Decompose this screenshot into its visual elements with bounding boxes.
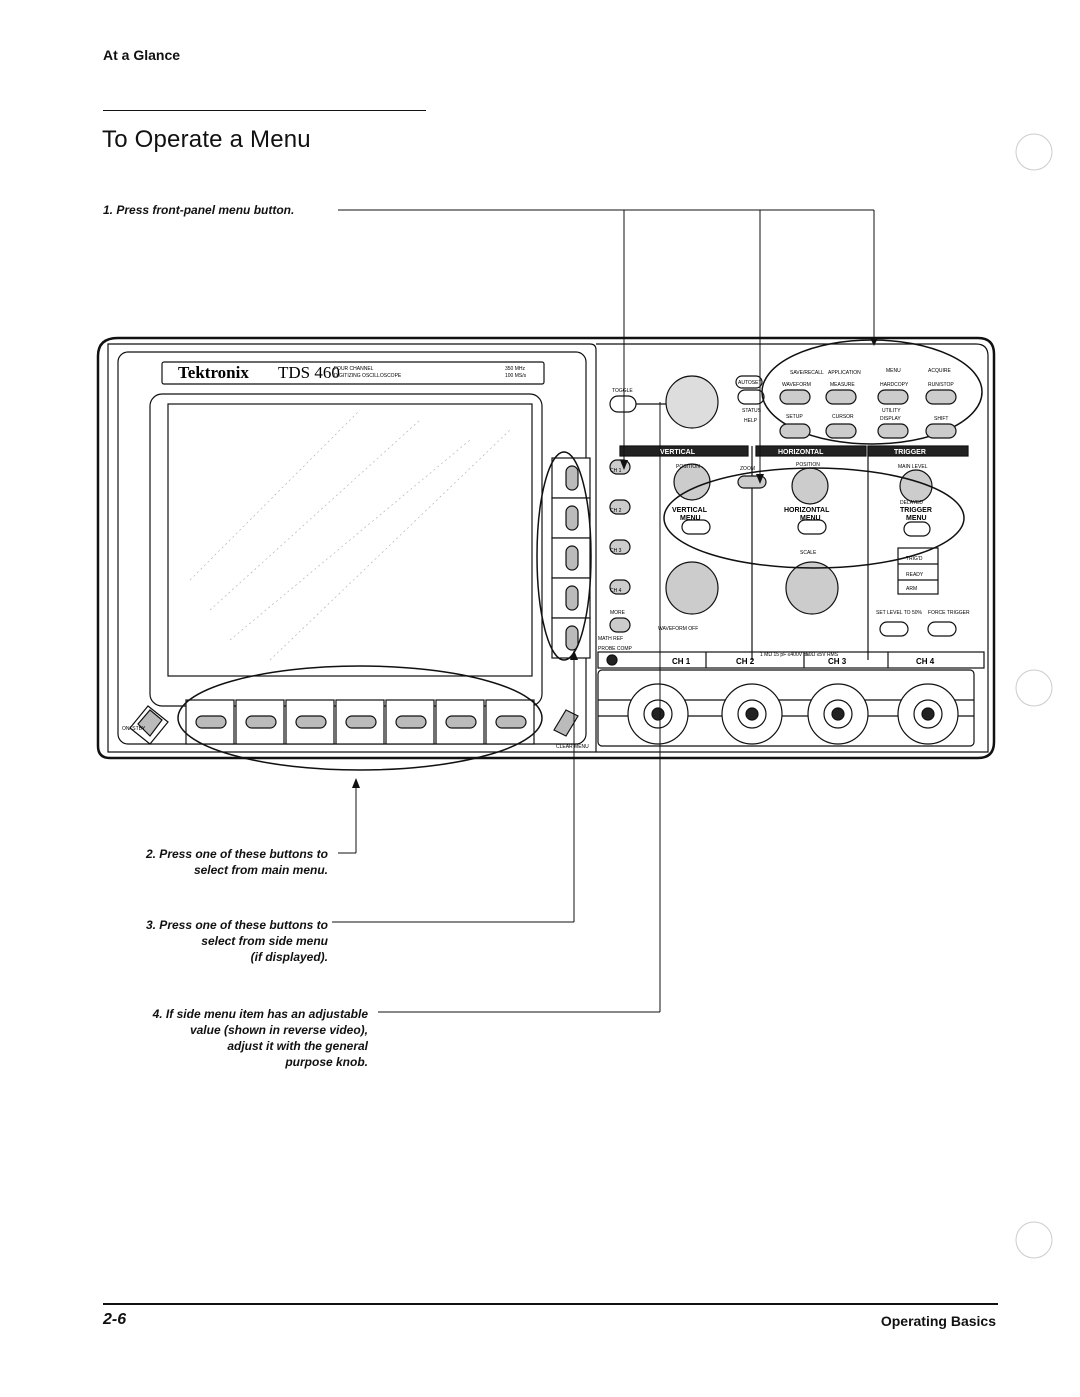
trigger-menu-label-1: TRIGGER bbox=[900, 507, 932, 514]
brand-label: Tektronix bbox=[178, 363, 249, 382]
save-recall-label: SAVE/RECALL bbox=[790, 370, 824, 376]
step-3-caption: 3. Press one of these buttons to select … bbox=[100, 917, 328, 965]
math-ref-label: MATH REF bbox=[598, 636, 623, 642]
clear-menu-label: CLEAR MENU bbox=[556, 744, 589, 750]
ch4-input-label: CH 4 bbox=[916, 657, 935, 666]
force-trigger-label: FORCE TRIGGER bbox=[928, 610, 970, 616]
arm-label: ARM bbox=[906, 586, 917, 592]
side-menu-highlight bbox=[536, 451, 592, 661]
step-4-line: adjust it with the general bbox=[227, 1039, 368, 1053]
bnc-connectors bbox=[627, 683, 959, 745]
vertical-menu-label-2: MENU bbox=[680, 515, 701, 522]
waveform-label: WAVEFORM bbox=[782, 382, 811, 388]
spec-2: 100 MS/s bbox=[505, 373, 527, 379]
cursor-label: CURSOR bbox=[832, 414, 854, 420]
on-stby-label: ON/ STBY bbox=[122, 726, 146, 732]
display-label: DISPLAY bbox=[880, 416, 901, 422]
hardcopy-label: HARDCOPY bbox=[880, 382, 909, 388]
model-label: TDS 460 bbox=[278, 363, 340, 382]
step-3-line: (if displayed). bbox=[250, 950, 328, 964]
model-desc-2: DIGITIZING OSCILLOSCOPE bbox=[334, 373, 402, 379]
step-2-caption: 2. Press one of these buttons to select … bbox=[100, 846, 328, 878]
ch2-button-label: CH 2 bbox=[610, 508, 622, 514]
step-3-line: 3. Press one of these buttons to bbox=[145, 918, 328, 932]
help-label: HELP bbox=[744, 418, 758, 424]
spec-1: 350 MHz bbox=[505, 366, 526, 372]
delayed-label: DELAYED bbox=[900, 500, 923, 506]
footer-section-name: Operating Basics bbox=[880, 1313, 996, 1329]
more-label: MORE bbox=[610, 610, 626, 616]
autoset-label: AUTOSET bbox=[738, 380, 762, 386]
callout-arrowheads bbox=[352, 338, 878, 788]
ch1-button-label: CH 1 bbox=[610, 468, 622, 474]
zoom-label: ZOOM bbox=[740, 466, 755, 472]
main-menu-highlight bbox=[177, 665, 543, 771]
step-4-caption: 4. If side menu item has an adjustable v… bbox=[100, 1006, 368, 1070]
general-purpose-knob bbox=[665, 375, 719, 429]
utility-label: UTILITY bbox=[882, 408, 901, 414]
vertical-position-label: POSITION bbox=[676, 464, 700, 470]
trigd-label: TRIG'D bbox=[906, 556, 923, 562]
setup-label: SETUP bbox=[786, 414, 803, 420]
run-stop-label: RUN/STOP bbox=[928, 382, 954, 388]
scale-label: SCALE bbox=[800, 550, 817, 556]
step-2-line: 2. Press one of these buttons to bbox=[145, 847, 328, 861]
footer-rule bbox=[103, 1303, 998, 1305]
page-title: To Operate a Menu bbox=[102, 126, 311, 153]
vertical-section-label: VERTICAL bbox=[660, 449, 696, 456]
input-spec-2-label: 50Ω ≤5V RMS bbox=[806, 652, 839, 658]
application-label: APPLICATION bbox=[828, 370, 861, 376]
waveform-off-label: WAVEFORM OFF bbox=[658, 626, 698, 632]
horizontal-menu-label-2: MENU bbox=[800, 515, 821, 522]
step-3-line: select from side menu bbox=[201, 934, 328, 948]
horizontal-menu-label-1: HORIZONTAL bbox=[784, 507, 830, 514]
acquire-label: ACQUIRE bbox=[928, 368, 951, 374]
measure-label: MEASURE bbox=[830, 382, 855, 388]
page-number: 2-6 bbox=[103, 1311, 127, 1328]
ch1-input-label: CH 1 bbox=[672, 657, 691, 666]
menu-buttons-highlight-2 bbox=[663, 467, 965, 569]
step-1-caption: 1. Press front-panel menu button. bbox=[103, 203, 295, 217]
shift-label: SHIFT bbox=[934, 416, 948, 422]
step-4-line: purpose knob. bbox=[285, 1055, 368, 1069]
toggle-label: TOGGLE bbox=[612, 388, 633, 394]
section-label: At a Glance bbox=[103, 47, 181, 63]
step-4-line: value (shown in reverse video), bbox=[189, 1023, 368, 1037]
ch3-button-label: CH 3 bbox=[610, 548, 622, 554]
vertical-menu-label-1: VERTICAL bbox=[672, 507, 708, 514]
horizontal-section-label: HORIZONTAL bbox=[778, 449, 824, 456]
ready-label: READY bbox=[906, 572, 924, 578]
step-2-line: select from main menu. bbox=[193, 863, 328, 877]
main-level-label: MAIN LEVEL bbox=[898, 464, 928, 470]
step-4-line: 4. If side menu item has an adjustable bbox=[152, 1007, 368, 1021]
set-level-label: SET LEVEL TO 50% bbox=[876, 610, 923, 616]
menu-label: MENU bbox=[886, 368, 901, 374]
ch2-input-label: CH 2 bbox=[736, 657, 755, 666]
horizontal-position-label: POSITION bbox=[796, 462, 820, 468]
main-menu-buttons bbox=[185, 699, 535, 745]
model-desc-1: FOUR CHANNEL bbox=[334, 366, 374, 372]
probe-comp-label: PROBE COMP bbox=[598, 646, 633, 652]
ch3-input-label: CH 3 bbox=[828, 657, 847, 666]
callout-lines bbox=[332, 209, 875, 1013]
side-menu-buttons bbox=[551, 457, 591, 659]
status-label: STATUS bbox=[742, 408, 762, 414]
input-spec-label: 1 MΩ 15 pF ≤400V pk bbox=[760, 652, 809, 658]
title-rule bbox=[103, 110, 426, 111]
trigger-menu-label-2: MENU bbox=[906, 515, 927, 522]
brand-plate bbox=[161, 361, 545, 385]
ch4-button-label: CH 4 bbox=[610, 588, 622, 594]
trigger-section-label: TRIGGER bbox=[894, 449, 926, 456]
